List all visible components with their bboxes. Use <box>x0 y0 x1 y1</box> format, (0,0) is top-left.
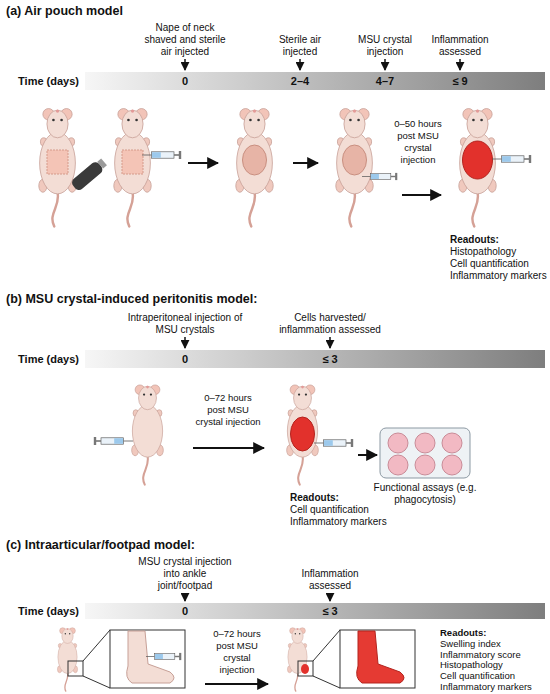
readout-item: Cell quantification <box>450 258 545 270</box>
footpad-mice <box>57 628 415 691</box>
interval-label: 0–50 hours post MSU crystal injection <box>390 118 446 166</box>
air-pouch-mice <box>39 109 531 227</box>
readout-item: Histopathology <box>440 660 545 671</box>
step-label: Nape of neck shaved and sterile air inje… <box>139 22 231 58</box>
step-label: Intraperitoneal injection of MSU crystal… <box>125 312 245 336</box>
peritonitis-mice <box>94 385 470 485</box>
interval-label: 0–72 hours post MSU crystal injection <box>195 392 261 428</box>
time-tick: ≤ 9 <box>452 75 467 87</box>
well-plate <box>380 428 470 478</box>
time-tick: ≤ 3 <box>322 605 337 617</box>
panel-title: (b) MSU crystal-induced peritonitis mode… <box>6 292 406 306</box>
axis-label: Time (days) <box>18 75 79 87</box>
step-arrows <box>185 59 460 601</box>
clipper <box>70 157 108 192</box>
readout-item: Inflammatory markers <box>440 682 545 693</box>
readout-item: Inflammatory score <box>440 650 545 661</box>
time-tick: 0 <box>182 75 188 87</box>
assay-label: Functional assays (e.g. phagocytosis) <box>370 482 480 506</box>
readout-item: Swelling index <box>440 639 545 650</box>
time-tick: 2–4 <box>291 75 309 87</box>
step-label: Inflammation assessed <box>292 568 368 592</box>
step-label: Cells harvested/ inflammation assessed <box>273 312 388 336</box>
time-tick: 4–7 <box>376 75 394 87</box>
readout-item: Cell quantification <box>440 671 545 682</box>
timeline-band: Time (days)0≤ 3 <box>85 350 545 368</box>
interval-label: 0–72 hours post MSU crystal injection <box>206 628 268 676</box>
readout-item: Histopathology <box>450 246 545 258</box>
step-label: MSU crystal injection into ankle joint/f… <box>135 556 235 592</box>
readout-heading: Readouts: <box>440 628 545 639</box>
readout-item: Inflammatory markers <box>450 270 545 282</box>
step-label: Inflammation assessed <box>422 34 498 58</box>
readout-heading: Readouts: <box>450 234 545 246</box>
time-tick: ≤ 3 <box>322 353 337 365</box>
panel-title: (c) Intraarticular/footpad model: <box>6 538 356 552</box>
step-label: Sterile air injected <box>265 34 335 58</box>
axis-label: Time (days) <box>18 605 79 617</box>
step-label: MSU crystal injection <box>349 34 421 58</box>
timeline-band: Time (days)0≤ 3 <box>85 603 545 619</box>
timeline-band: Time (days)02–44–7≤ 9 <box>85 72 545 90</box>
readout-item: Inflammatory markers <box>290 516 400 528</box>
axis-label: Time (days) <box>18 353 79 365</box>
time-tick: 0 <box>182 353 188 365</box>
panel-title: (a) Air pouch model <box>6 4 326 18</box>
readout-item: Cell quantification <box>290 504 400 516</box>
time-tick: 0 <box>182 605 188 617</box>
readout-heading: Readouts: <box>290 492 400 504</box>
